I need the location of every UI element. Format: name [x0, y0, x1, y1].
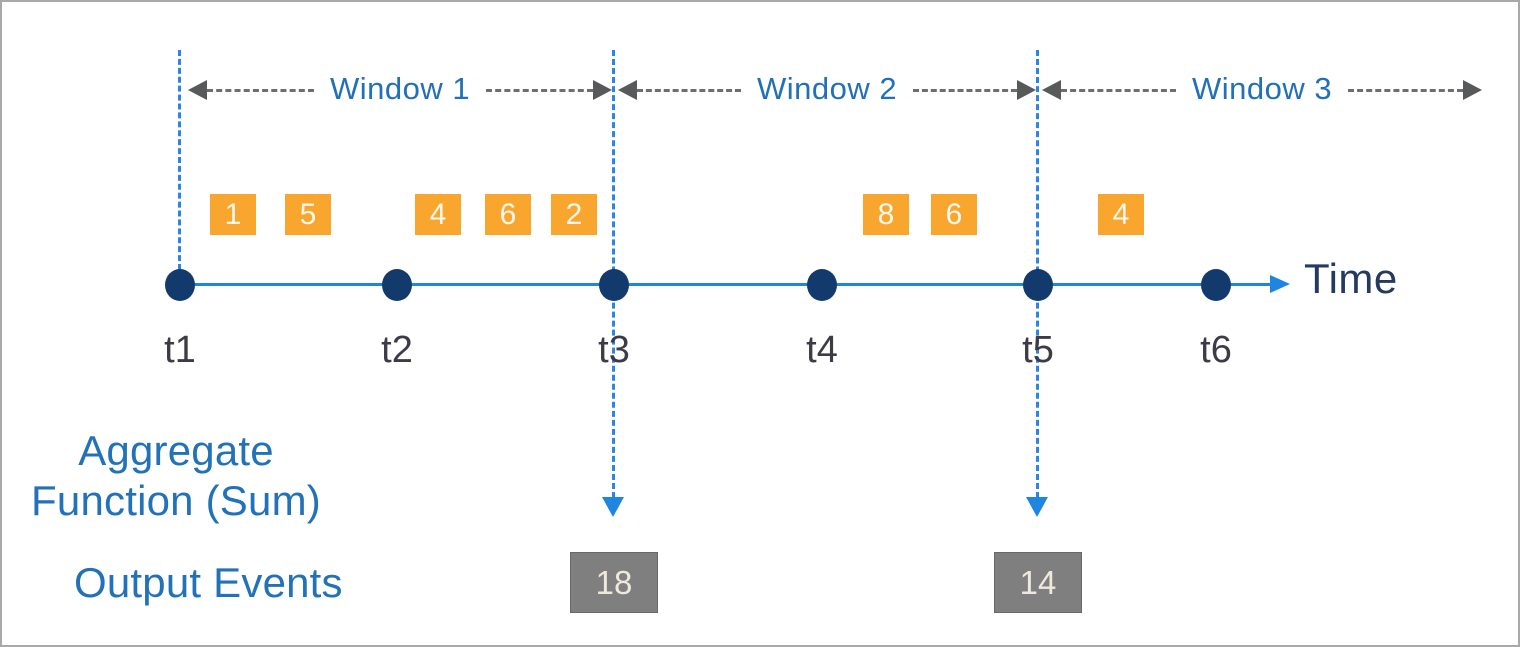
arrow-right-icon	[1017, 80, 1037, 100]
event-box: 1	[210, 194, 256, 235]
arrow-right-icon	[593, 80, 613, 100]
window-2-label: Window 2	[756, 70, 898, 106]
tick-label-t3: t3	[598, 329, 630, 371]
event-box: 6	[485, 194, 531, 235]
arrow-left-icon	[188, 80, 207, 100]
tick-label-t5: t5	[1022, 329, 1054, 371]
output-arrow-icon-t5	[1026, 497, 1048, 517]
event-box: 4	[415, 194, 461, 235]
window-3-label: Window 3	[1191, 70, 1333, 106]
timeline-dot-t6	[1201, 269, 1231, 301]
output-box-window-1: 18	[570, 552, 658, 613]
arrow-left-icon	[618, 80, 637, 100]
dashed-line	[486, 88, 594, 92]
tick-label-t6: t6	[1200, 329, 1232, 371]
dashed-line	[207, 88, 314, 92]
window-1-label: Window 1	[329, 70, 471, 106]
output-box-window-2: 14	[994, 552, 1082, 613]
timeline-dot-t1	[165, 269, 195, 301]
event-box: 5	[285, 194, 331, 235]
window-boundary-line-t1	[178, 50, 181, 270]
arrow-left-icon	[1042, 80, 1061, 100]
window-1-span: Window 1	[188, 70, 613, 108]
timeline-dot-t5	[1023, 269, 1053, 301]
window-3-span: Window 3	[1042, 70, 1483, 108]
timeline-dot-t2	[382, 269, 412, 301]
tick-label-t2: t2	[381, 329, 413, 371]
output-events-label: Output Events	[74, 559, 343, 606]
event-box: 4	[1098, 194, 1144, 235]
window-2-span: Window 2	[618, 70, 1037, 108]
event-box: 6	[931, 194, 977, 235]
aggregate-function-label: Aggregate Function (Sum)	[26, 426, 326, 525]
tick-label-t1: t1	[164, 329, 196, 371]
event-box: 2	[551, 194, 597, 235]
arrow-right-icon	[1463, 80, 1483, 100]
aggregate-function-label-line2: Function (Sum)	[31, 476, 321, 524]
time-axis-label: Time	[1304, 255, 1398, 302]
output-arrow-icon-t3	[602, 497, 624, 517]
dashed-line	[1348, 88, 1464, 92]
aggregate-function-label-line1: Aggregate	[78, 427, 274, 474]
dashed-line	[913, 88, 1018, 92]
time-axis-line	[180, 283, 1272, 286]
timeline-dot-t4	[807, 269, 837, 301]
dashed-line	[637, 88, 741, 92]
time-axis-arrow-icon	[1270, 275, 1290, 293]
event-box: 8	[863, 194, 909, 235]
timeline-dot-t3	[599, 269, 629, 301]
tick-label-t4: t4	[806, 329, 838, 371]
dashed-line	[1061, 88, 1176, 92]
